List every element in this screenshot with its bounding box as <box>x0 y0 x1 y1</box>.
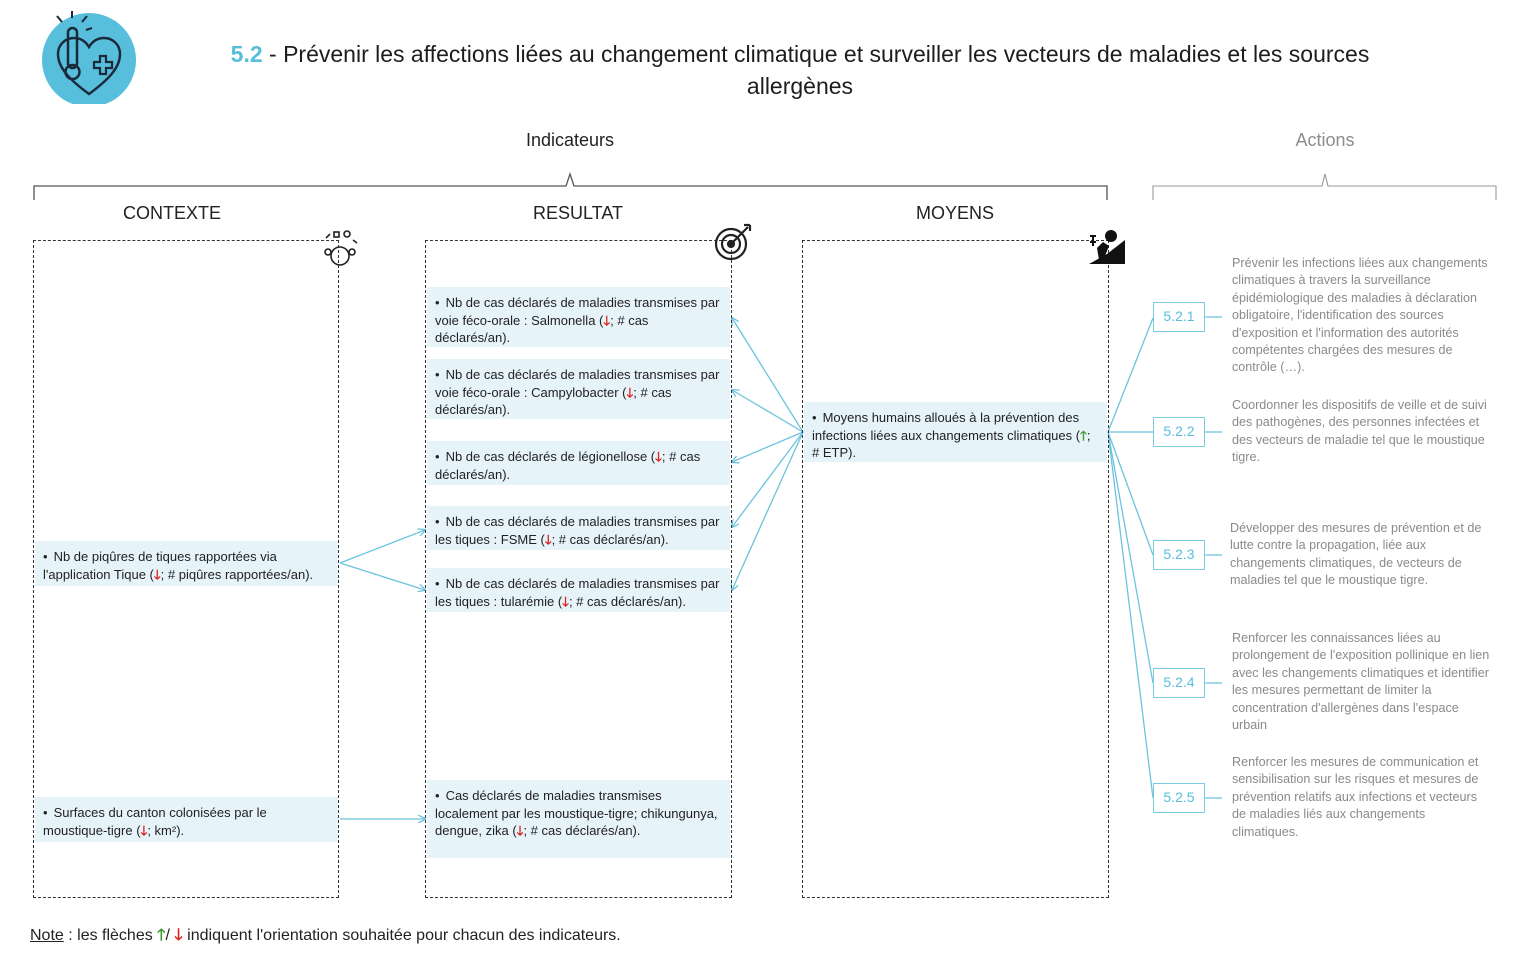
note-label: Note <box>30 927 64 944</box>
indicator-text: Nb de cas déclarés de maladies transmise… <box>435 576 719 609</box>
title-text: - Prévenir les affections liées au chang… <box>262 41 1370 99</box>
globe-people-icon <box>324 230 358 266</box>
action-code-5-2-4: 5.2.4 <box>1153 668 1205 698</box>
link-action-5 <box>1107 431 1154 799</box>
indicator-text: Nb de cas déclarés de maladies transmise… <box>435 514 719 547</box>
action-code-5-2-5: 5.2.5 <box>1153 783 1205 813</box>
resultat-item-fsme: Nb de cas déclarés de maladies transmise… <box>427 506 730 550</box>
arrow-down-icon: 🡓 <box>603 312 611 328</box>
link-tiques-fsme <box>339 530 425 564</box>
resultat-column <box>425 240 732 898</box>
indicator-text: Nb de cas déclarés de maladies transmise… <box>435 295 719 345</box>
arrow-down-icon: 🡓 <box>544 531 552 547</box>
link-action-4 <box>1107 431 1154 684</box>
action-text-5-2-4: Renforcer les connaissances liées au pro… <box>1232 631 1490 733</box>
indicator-text: Cas déclarés de maladies transmises loca… <box>435 788 718 838</box>
arrow-up-icon: 🡑 <box>1080 427 1087 443</box>
link-moyens-1 <box>732 318 804 433</box>
column-title-contexte: CONTEXTE <box>122 203 221 223</box>
arrow-down-icon: 🡓 <box>516 823 524 838</box>
contexte-item-tiques: Nb de piqûres de tiques rapportées via l… <box>35 541 338 586</box>
column-title-moyens: MOYENS <box>915 203 994 223</box>
indicator-text: Nb de piqûres de tiques rapportées via l… <box>43 549 313 582</box>
resultat-item-tularemie: Nb de cas déclarés de maladies transmise… <box>427 568 730 612</box>
link-moyens-4 <box>732 431 804 527</box>
indicateurs-brace <box>33 171 1108 200</box>
indicator-text: Nb de cas déclarés de légionellose (🡓; #… <box>435 449 700 482</box>
action-code-5-2-2: 5.2.2 <box>1153 417 1205 447</box>
action-text-5-2-5: Renforcer les mesures de communication e… <box>1232 755 1479 839</box>
action-code-5-2-3: 5.2.3 <box>1153 540 1205 570</box>
arrow-down-icon: 🡓 <box>153 566 161 582</box>
actions-brace <box>1152 173 1497 200</box>
climate-health-logo-icon <box>42 11 136 104</box>
action-text-5-2-2: Coordonner les dispositifs de veille et … <box>1232 398 1487 465</box>
indicator-text: Moyens humains alloués à la prévention d… <box>812 410 1090 460</box>
link-moyens-3 <box>732 431 804 462</box>
indicator-text: Surfaces du canton colonisées par le mou… <box>43 805 267 838</box>
indicator-text: Nb de cas déclarés de maladies transmise… <box>435 367 719 417</box>
footnote: Note : les flèches 🡑/ 🡓 indiquent l'orie… <box>30 927 621 944</box>
column-title-resultat: RESULTAT <box>532 203 623 223</box>
climber-icon <box>1089 230 1125 264</box>
action-text-5-2-1: Prévenir les infections liées aux change… <box>1232 256 1488 375</box>
link-moyens-5 <box>732 431 804 590</box>
moyens-column <box>802 240 1109 898</box>
title-number: 5.2 <box>230 41 263 67</box>
header-indicateurs: Indicateurs <box>525 130 615 150</box>
arrow-down-icon: 🡓 <box>174 927 183 944</box>
resultat-item-moustique-tigre: Cas déclarés de maladies transmises loca… <box>427 780 730 858</box>
contexte-item-moustique: Surfaces du canton colonisées par le mou… <box>35 797 338 842</box>
moyens-item-etp: Moyens humains alloués à la prévention d… <box>804 402 1107 462</box>
resultat-item-salmonella: Nb de cas déclarés de maladies transmise… <box>427 287 730 347</box>
resultat-item-campylobacter: Nb de cas déclarés de maladies transmise… <box>427 359 730 419</box>
resultat-item-legionellose: Nb de cas déclarés de légionellose (🡓; #… <box>427 441 730 485</box>
arrow-up-icon: 🡑 <box>157 927 166 944</box>
page-title: 5.2 - Prévenir les affections liées au c… <box>230 38 1370 102</box>
link-action-1 <box>1107 317 1154 433</box>
link-moyens-2 <box>732 390 804 433</box>
contexte-column <box>33 240 339 898</box>
arrow-down-icon: 🡓 <box>655 449 662 464</box>
header-actions: Actions <box>1295 130 1355 150</box>
arrow-down-icon: 🡓 <box>626 384 634 400</box>
arrow-down-icon: 🡓 <box>140 822 148 838</box>
target-icon <box>714 223 752 261</box>
action-code-5-2-1: 5.2.1 <box>1153 302 1205 332</box>
arrow-down-icon: 🡓 <box>562 593 569 609</box>
link-tiques-tularemie <box>339 562 425 590</box>
action-text-5-2-3: Développer des mesures de prévention et … <box>1230 521 1482 588</box>
link-action-3 <box>1107 431 1154 556</box>
